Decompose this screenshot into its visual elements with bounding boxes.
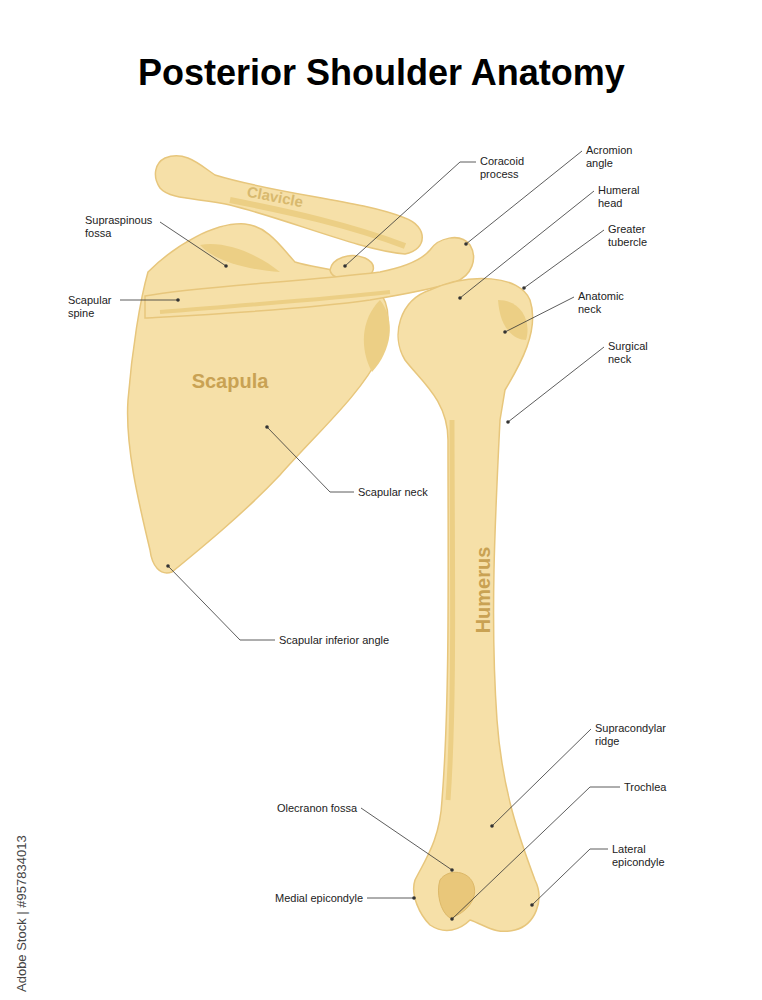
part-label: Scapular spine	[68, 294, 118, 320]
part-label: Supracondylar ridge	[595, 722, 675, 748]
part-label: Scapular inferior angle	[279, 634, 389, 647]
olecranon-fossa-shape	[438, 872, 474, 918]
head-shade	[498, 300, 528, 340]
leader-dots	[166, 242, 534, 921]
glenoid-shade	[364, 300, 390, 372]
part-label: Scapular neck	[358, 486, 428, 499]
part-label: Surgical neck	[608, 340, 658, 366]
bone-name: Humerus	[471, 547, 495, 634]
part-label: Medial epicondyle	[275, 892, 363, 905]
bone-name: Scapula	[192, 369, 269, 393]
part-label: Humeral head	[598, 184, 648, 210]
shaft-shade	[448, 420, 453, 800]
diagram-title: Posterior Shoulder Anatomy	[138, 52, 625, 94]
part-label: Lateral epicondyle	[612, 843, 677, 869]
watermark: Adobe Stock | #957834013	[14, 835, 29, 992]
supraspinous-shade	[200, 244, 280, 272]
part-label: Supraspinous fossa	[85, 214, 160, 240]
part-label: Coracoid process	[480, 155, 540, 181]
part-label: Anatomic neck	[578, 290, 628, 316]
part-label: Trochlea	[624, 781, 666, 794]
humerus-bone	[398, 279, 539, 932]
part-label: Acromion angle	[586, 144, 646, 170]
leader-lines	[120, 151, 620, 919]
part-label: Olecranon fossa	[277, 802, 357, 815]
part-label: Greater tubercle	[608, 223, 663, 249]
spine-shade	[160, 292, 390, 312]
